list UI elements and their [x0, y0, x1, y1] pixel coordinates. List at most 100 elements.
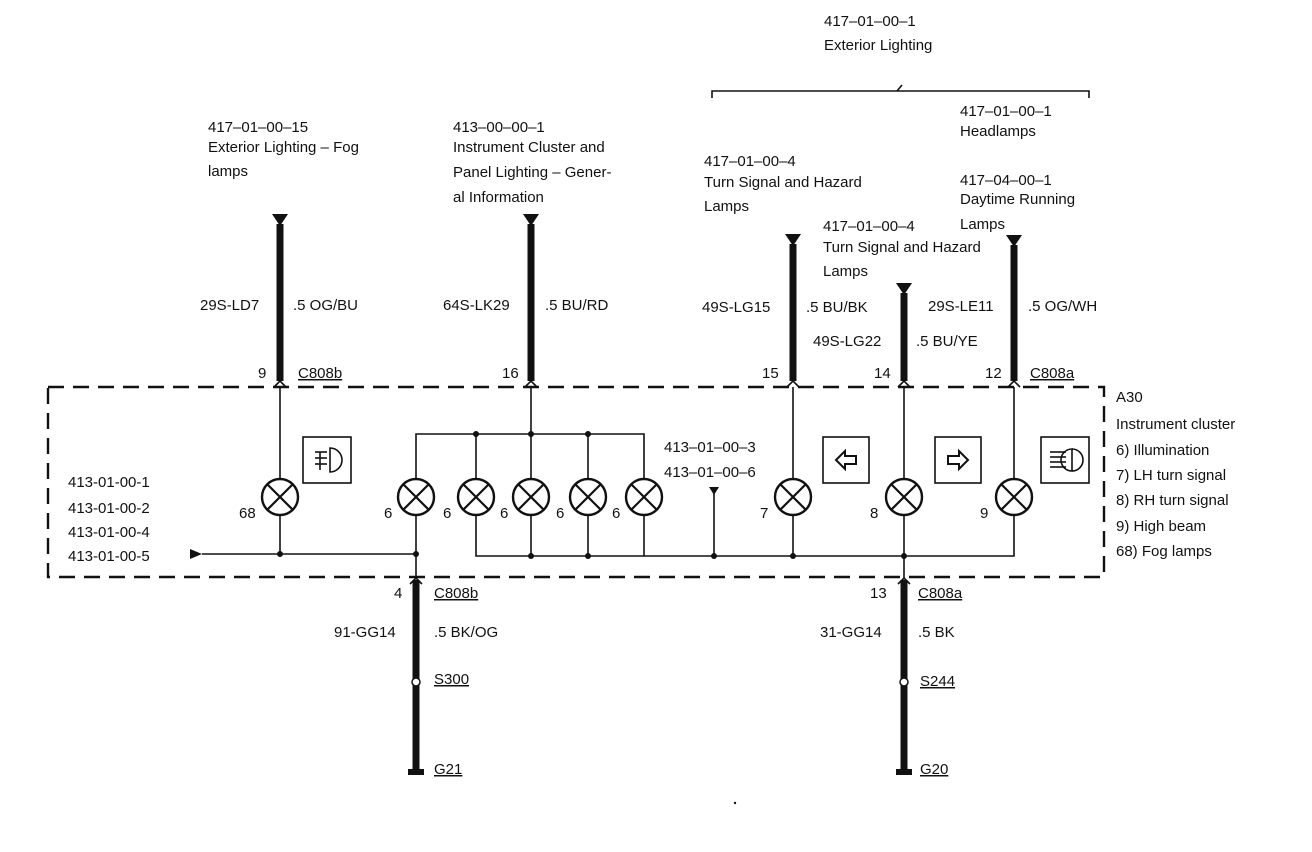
illumination-bulb-4: 6	[556, 477, 608, 522]
svg-text:.5 BU/BK: .5 BU/BK	[806, 299, 868, 316]
svg-text:Lamps: Lamps	[704, 198, 749, 215]
svg-text:Exterior Lighting – Fog: Exterior Lighting – Fog	[208, 139, 359, 156]
exterior-lighting-title: Exterior Lighting	[824, 37, 932, 54]
svg-text:Daytime Running: Daytime Running	[960, 191, 1075, 208]
svg-text:7) LH turn signal: 7) LH turn signal	[1116, 467, 1226, 484]
svg-text:413–01–00–6: 413–01–00–6	[664, 464, 756, 481]
svg-text:6: 6	[612, 505, 620, 522]
instrument-cluster-boundary	[46, 385, 1106, 579]
rh-arrow-icon	[896, 283, 912, 295]
splice-s244	[899, 677, 909, 687]
exterior-lighting-ref: 417–01–00–1	[824, 13, 916, 30]
exterior-lighting-bracket	[711, 90, 1090, 98]
svg-text:4: 4	[394, 585, 402, 602]
svg-text:S244: S244	[920, 673, 955, 690]
pin-chevrons	[273, 379, 1021, 388]
svg-text:Lamps: Lamps	[960, 216, 1005, 233]
svg-text:.5 BU/YE: .5 BU/YE	[916, 333, 978, 350]
svg-text:13: 13	[870, 585, 887, 602]
svg-text:29S-LD7: 29S-LD7	[200, 297, 259, 314]
svg-text:15: 15	[762, 365, 779, 382]
splice-s300	[411, 677, 421, 687]
left-arrow-icon	[822, 436, 870, 484]
turn1-ref: 417–01–00–4 Turn Signal and Hazard Lamps	[704, 153, 862, 215]
svg-text:S300: S300	[434, 671, 469, 688]
module-legend: A30 Instrument cluster 6) Illumination 7…	[1116, 389, 1235, 560]
svg-text:Turn Signal and Hazard: Turn Signal and Hazard	[704, 174, 862, 191]
ground-g20-icon	[896, 769, 912, 775]
svg-text:.5 BK/OG: .5 BK/OG	[434, 624, 498, 641]
svg-text:68) Fog lamps: 68) Fog lamps	[1116, 543, 1212, 560]
svg-text:Headlamps: Headlamps	[960, 123, 1036, 140]
svg-text:8) RH turn signal: 8) RH turn signal	[1116, 492, 1229, 509]
left-refs: 413-01-00-1 413-01-00-2 413-01-00-4 413-…	[68, 474, 150, 565]
circuit-labels: 29S-LD7 .5 OG/BU 64S-LK29 .5 BU/RD 49S-L…	[200, 297, 1097, 350]
svg-text:.5 OG/BU: .5 OG/BU	[293, 297, 358, 314]
headlamps-ref: 417–01–00–1 Headlamps	[960, 103, 1052, 140]
rh-turn-bulb: 8	[870, 477, 924, 522]
fog-lamp-icon	[302, 436, 352, 484]
bulbs: 68 6 6 6 6 6 7	[239, 477, 1034, 522]
mid-ref-arrow-icon	[709, 487, 719, 495]
svg-text:49S-LG15: 49S-LG15	[702, 299, 770, 316]
svg-text:C808a: C808a	[918, 585, 963, 602]
svg-text:G20: G20	[920, 761, 948, 778]
lh-turn-bulb: 7	[760, 477, 813, 522]
svg-text:413-01-00-2: 413-01-00-2	[68, 500, 150, 517]
top-pins: 9 C808b 16 15 14 12 C808a	[258, 365, 1075, 382]
svg-text:.5 OG/WH: .5 OG/WH	[1028, 298, 1097, 315]
ipc-arrow-icon	[523, 214, 539, 226]
svg-text:6: 6	[384, 505, 392, 522]
illumination-bulb-5: 6	[612, 477, 664, 522]
module-code: A30	[1116, 389, 1143, 406]
svg-text:16: 16	[502, 365, 519, 382]
ipc-ref: 413–00–00–1 Instrument Cluster and Panel…	[453, 119, 611, 206]
svg-text:91-GG14: 91-GG14	[334, 624, 396, 641]
lh-arrow-icon	[785, 234, 801, 246]
exterior-lighting-group: 417–01–00–1 Exterior Lighting	[711, 13, 1090, 98]
svg-text:413–00–00–1: 413–00–00–1	[453, 119, 545, 136]
svg-text:7: 7	[760, 505, 768, 522]
svg-text:C808b: C808b	[434, 585, 478, 602]
fog-bulb: 68	[239, 477, 300, 522]
hb-arrow-icon	[1006, 235, 1022, 247]
svg-text:Instrument Cluster and: Instrument Cluster and	[453, 139, 605, 156]
svg-text:Lamps: Lamps	[823, 263, 868, 280]
speck	[733, 801, 737, 805]
svg-text:Turn Signal and Hazard: Turn Signal and Hazard	[823, 239, 981, 256]
illumination-bulb-2: 6	[443, 477, 496, 522]
svg-text:413-01-00-1: 413-01-00-1	[68, 474, 150, 491]
svg-text:lamps: lamps	[208, 163, 248, 180]
svg-text:417–01–00–4: 417–01–00–4	[704, 153, 796, 170]
ground-right: 13 C808a 31-GG14 .5 BK S244 G20	[820, 556, 963, 778]
svg-text:6: 6	[500, 505, 508, 522]
svg-text:G21: G21	[434, 761, 462, 778]
high-beam-icon	[1040, 436, 1090, 484]
svg-text:31-GG14: 31-GG14	[820, 624, 882, 641]
svg-text:.5 BU/RD: .5 BU/RD	[545, 297, 609, 314]
svg-text:413-01-00-4: 413-01-00-4	[68, 524, 150, 541]
module-name: Instrument cluster	[1116, 416, 1235, 433]
svg-text:9) High beam: 9) High beam	[1116, 518, 1206, 535]
svg-text:49S-LG22: 49S-LG22	[813, 333, 881, 350]
high-beam-bulb: 9	[980, 477, 1034, 522]
ground-left: 4 C808b 91-GG14 .5 BK/OG S300 G21	[334, 554, 498, 778]
fog-arrow-icon	[272, 214, 288, 226]
svg-text:417–01–00–15: 417–01–00–15	[208, 119, 308, 136]
svg-text:9: 9	[980, 505, 988, 522]
svg-text:8: 8	[870, 505, 878, 522]
svg-text:417–01–00–4: 417–01–00–4	[823, 218, 915, 235]
internal-wiring	[190, 387, 1015, 559]
svg-text:68: 68	[239, 505, 256, 522]
svg-text:Panel Lighting – Gener-: Panel Lighting – Gener-	[453, 164, 611, 181]
svg-text:64S-LK29: 64S-LK29	[443, 297, 510, 314]
connector-c808a-top: C808a	[1030, 365, 1075, 382]
svg-text:29S-LE11: 29S-LE11	[928, 298, 994, 315]
svg-text:9: 9	[258, 365, 266, 382]
svg-text:14: 14	[874, 365, 891, 382]
svg-text:417–01–00–1: 417–01–00–1	[960, 103, 1052, 120]
svg-text:413–01–00–3: 413–01–00–3	[664, 439, 756, 456]
input-wires	[272, 214, 1022, 381]
drl-ref: 417–04–00–1 Daytime Running Lamps	[960, 172, 1075, 233]
